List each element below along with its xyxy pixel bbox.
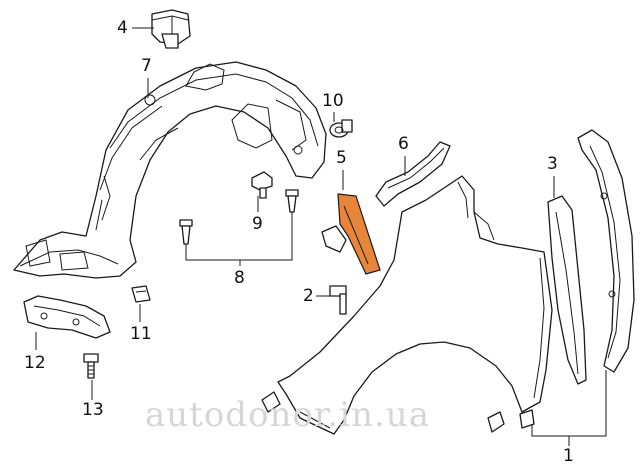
callout-3: 3	[547, 154, 558, 174]
part-1-fender	[261, 175, 553, 435]
part-12-bracket	[23, 295, 111, 339]
watermark-text: autodonor.in.ua	[145, 395, 430, 435]
callout-8: 8	[234, 268, 245, 288]
callout-2: 2	[303, 286, 314, 306]
callout-4: 4	[117, 18, 128, 38]
part-11-clip	[131, 285, 151, 303]
part-3-liner-strip	[547, 195, 587, 385]
part-9-bolt	[251, 171, 273, 199]
callout-9: 9	[252, 214, 263, 234]
part-8-clips	[179, 189, 299, 245]
part-5-bracket-highlighted	[321, 193, 381, 275]
callout-5: 5	[336, 148, 347, 168]
part-6-rail	[375, 141, 451, 207]
callout-11: 11	[130, 324, 152, 344]
callout-12: 12	[24, 353, 46, 373]
callout-10: 10	[322, 91, 344, 111]
callout-7: 7	[141, 56, 152, 76]
callout-6: 6	[398, 134, 409, 154]
leader-lines	[35, 27, 607, 446]
part-13-bolt	[83, 353, 99, 379]
part-2-bolt	[329, 285, 347, 315]
part-1-arch-trim	[577, 129, 635, 373]
part-7-fender-liner	[13, 61, 327, 279]
part-4-bracket	[151, 9, 191, 49]
callout-1: 1	[563, 446, 574, 466]
part-10-clip	[329, 119, 353, 138]
callout-13: 13	[82, 400, 104, 420]
